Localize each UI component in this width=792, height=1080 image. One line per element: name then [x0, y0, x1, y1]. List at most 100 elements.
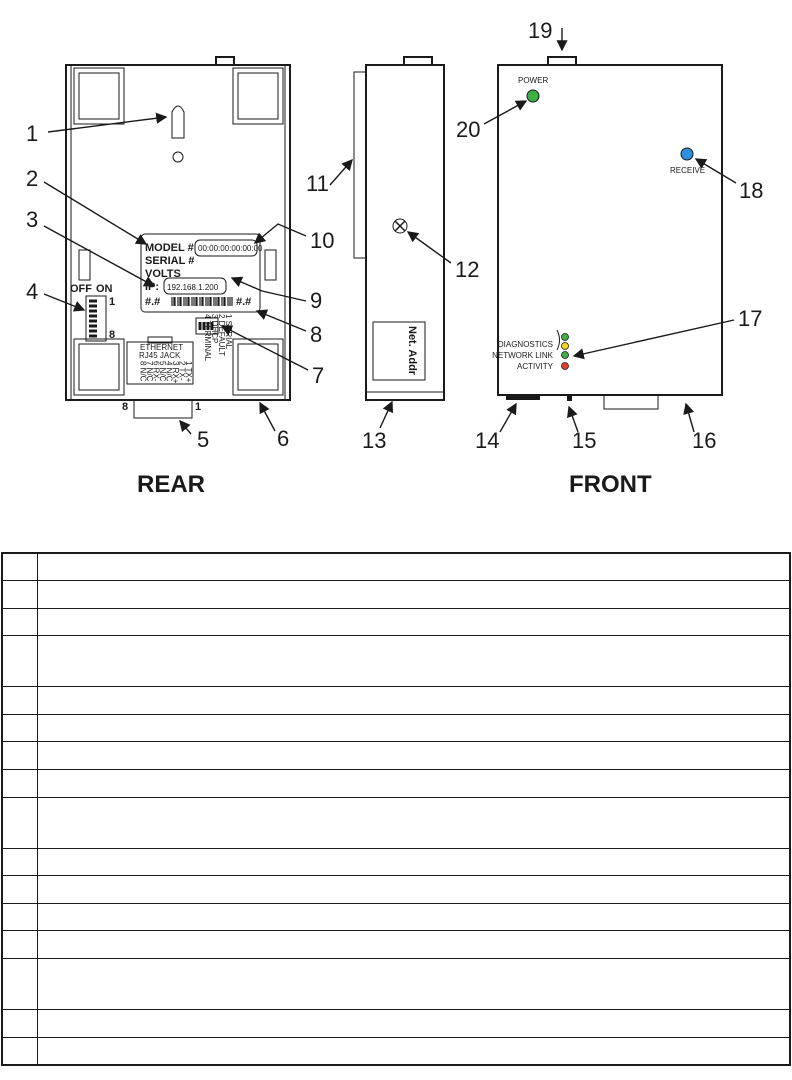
jack-pin-label: 5 N/C [158, 361, 167, 382]
callout-1: 1 [26, 121, 38, 146]
row-number [1, 902, 38, 932]
callout-10: 10 [310, 228, 334, 253]
callout-17: 17 [738, 306, 762, 331]
row-description [37, 1009, 791, 1038]
label-plate [140, 233, 261, 313]
rear-foot-top-left [73, 67, 125, 125]
rear-foot-top-right [232, 67, 284, 125]
rear-bottom-connector [133, 399, 193, 419]
rear-view-title: REAR [137, 471, 205, 498]
side-view: Net. Addr [353, 56, 445, 401]
side-rail [353, 71, 367, 259]
row-number [1, 847, 38, 877]
row-description [37, 796, 791, 849]
connector-right-num: 1 [195, 401, 201, 413]
row-description [37, 713, 791, 743]
receive-label: RECEIVE [670, 166, 705, 175]
connector-left-num: 8 [122, 401, 128, 413]
table-row [1, 796, 791, 849]
table-row [1, 686, 791, 715]
row-number [1, 958, 38, 1011]
ip-box [163, 277, 227, 295]
row-number [1, 796, 38, 849]
table-row [1, 847, 791, 877]
callout-20: 20 [456, 117, 480, 142]
table-row [1, 930, 791, 960]
table-row [1, 875, 791, 904]
row-number [1, 930, 38, 960]
row-number [1, 686, 38, 715]
ground-screw [392, 218, 408, 234]
table-row [1, 1036, 791, 1066]
table-row [1, 741, 791, 771]
legend-table [1, 552, 791, 1066]
table-row [1, 958, 791, 1011]
jack-pin-label: 3 RX+ [171, 361, 180, 384]
callout-9: 9 [310, 288, 322, 313]
callout-13: 13 [362, 428, 386, 453]
model-label: MODEL # [145, 242, 194, 254]
mode-switch-option: 4 TERMINAL [203, 314, 212, 362]
callout-15: 15 [572, 428, 596, 453]
row-number [1, 552, 38, 582]
jack-pin-label: 4 N/C [165, 361, 174, 382]
net-addr-label-area [372, 321, 426, 381]
row-description [37, 1036, 791, 1066]
jack-title-1: ETHERNET [140, 343, 183, 352]
diagnostics-label: DIAGNOSTICS [498, 340, 553, 349]
diagnostics-led [561, 333, 569, 341]
mounting-hole [172, 151, 184, 163]
net-addr-text: Net. Addr [406, 326, 418, 376]
callout-11: 11 [306, 171, 329, 196]
callout-12: 12 [455, 257, 479, 282]
callout-14: 14 [475, 428, 499, 453]
front-view: POWER RECEIVE DIAGNOSTICS NETWORK LINK A… [492, 56, 723, 410]
keyhole-slot [171, 105, 185, 139]
rj45-outline [126, 341, 194, 385]
row-number [1, 769, 38, 798]
row-number [1, 607, 38, 637]
row-description [37, 769, 791, 798]
row-number [1, 580, 38, 609]
rev-left: #.# [145, 296, 160, 308]
row-number [1, 1009, 38, 1038]
row-description [37, 875, 791, 904]
side-housing [365, 64, 445, 401]
front-housing [497, 64, 723, 396]
dip-first-label: 1 [109, 296, 115, 308]
callout-6: 6 [277, 426, 289, 451]
rev-right: #.# [236, 296, 251, 308]
jack-pin-label: 6 RX- [152, 361, 161, 382]
power-label: POWER [518, 76, 548, 85]
table-row [1, 580, 791, 609]
table-row [1, 635, 791, 688]
mac-box [194, 239, 258, 257]
jack-pin-label: 1 TX+ [184, 361, 193, 383]
callout-arrows [43, 28, 737, 435]
row-description [37, 552, 791, 582]
serial-label: SERIAL # [145, 255, 194, 267]
table-row [1, 552, 791, 582]
callout-7: 7 [312, 363, 324, 388]
table-row [1, 1009, 791, 1038]
front-view-title: FRONT [569, 471, 652, 498]
row-description [37, 847, 791, 877]
table-row [1, 769, 791, 798]
front-bottom-bracket [506, 395, 540, 400]
table-row [1, 607, 791, 637]
callout-8: 8 [310, 322, 322, 347]
callout-4: 4 [26, 279, 38, 304]
row-number [1, 713, 38, 743]
dip-on-label: ON [96, 283, 113, 295]
row-number [1, 741, 38, 771]
mode-switch [195, 317, 219, 335]
rear-slot-right [264, 249, 277, 281]
receive-led [680, 147, 694, 161]
legend-table-body [1, 552, 791, 1066]
jack-pins: 1 TX+2 TX-3 RX+4 N/C5 N/C6 RX-7 N/C8 N/C [139, 361, 194, 384]
row-number [1, 875, 38, 904]
rear-view: MODEL # 00:00:00:00:00:00 SERIAL # VOLTS… [65, 56, 291, 419]
jack-pin-label: 7 N/C [145, 361, 154, 382]
row-description [37, 741, 791, 771]
row-number [1, 635, 38, 688]
